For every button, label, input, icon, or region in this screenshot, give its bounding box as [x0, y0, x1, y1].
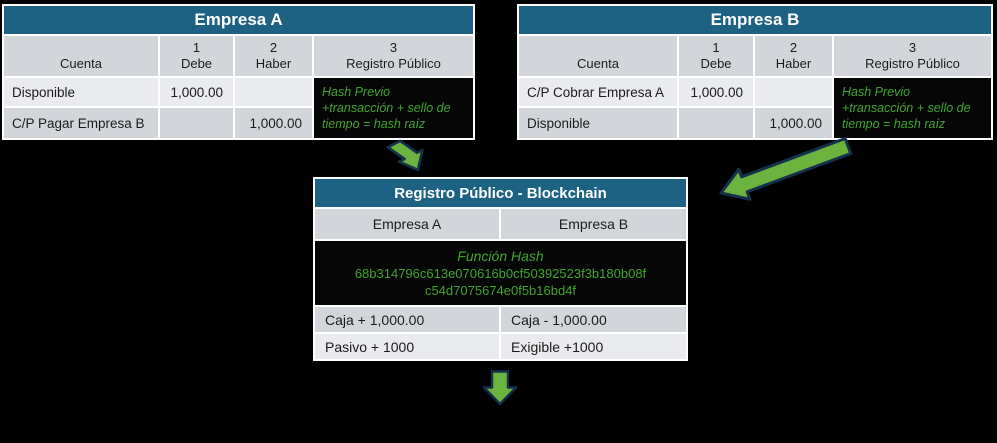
empresa-b-row1-cuenta: Disponible — [519, 108, 677, 138]
empresa-b-col-haber-label: Haber — [775, 56, 812, 71]
empresa-a-row0-cuenta: Disponible — [4, 78, 158, 106]
arrow-blockchain-down-icon — [482, 370, 518, 406]
empresa-b-col-cuenta: Cuenta — [519, 36, 677, 76]
empresa-a-col-debe-num: 1 — [192, 40, 201, 55]
blockchain-table: Registro Público - Blockchain Empresa A … — [313, 177, 688, 361]
empresa-a-row1-haber: 1,000.00 — [235, 108, 312, 138]
blockchain-col-empresa-a: Empresa A — [315, 209, 499, 239]
empresa-a-hash-note: Hash Previo +transacción + sello de tiem… — [314, 78, 473, 138]
empresa-a-col-cuenta: Cuenta — [4, 36, 158, 76]
empresa-b-col-haber-num: 2 — [789, 40, 798, 55]
empresa-b-title: Empresa B — [519, 6, 991, 34]
empresa-a-hash-note-line2: +transacción + sello de — [322, 101, 451, 115]
empresa-a-col-cuenta-label: Cuenta — [60, 56, 102, 71]
blockchain-hash-line2: c54d7075674e0f5b16bd4f — [424, 282, 577, 298]
empresa-b-row0-haber — [755, 78, 832, 106]
empresa-a-row1-debe — [160, 108, 233, 138]
blockchain-title: Registro Público - Blockchain — [315, 179, 686, 207]
empresa-b-row1-debe — [679, 108, 753, 138]
empresa-b-col-debe: 1 Debe — [679, 36, 753, 76]
empresa-b-table: Empresa B Cuenta 1 Debe 2 Haber 3 Regist… — [517, 4, 993, 140]
empresa-b-col-cuenta-label: Cuenta — [577, 56, 619, 71]
empresa-a-row1-cuenta: C/P Pagar Empresa B — [4, 108, 158, 138]
empresa-a-title: Empresa A — [4, 6, 473, 34]
empresa-a-col-registro-num: 3 — [389, 40, 398, 55]
blockchain-row1-a: Pasivo + 1000 — [315, 334, 499, 359]
blockchain-row0-b: Caja - 1,000.00 — [501, 307, 686, 332]
empresa-a-hash-note-line3: tiempo = hash raíz — [322, 117, 426, 131]
empresa-b-col-haber: 2 Haber — [755, 36, 832, 76]
empresa-a-col-haber-num: 2 — [269, 40, 278, 55]
blockchain-hash-cell: Función Hash 68b314796c613e070616b0cf503… — [315, 241, 686, 305]
empresa-a-col-registro: 3 Registro Público — [314, 36, 473, 76]
blockchain-col-empresa-b: Empresa B — [501, 209, 686, 239]
empresa-b-col-registro-label: Registro Público — [865, 56, 960, 71]
empresa-b-row0-cuenta: C/P Cobrar Empresa A — [519, 78, 677, 106]
empresa-b-col-debe-label: Debe — [700, 56, 732, 71]
empresa-a-col-haber-label: Haber — [255, 56, 292, 71]
empresa-b-hash-note: Hash Previo +transacción + sello de tiem… — [834, 78, 991, 138]
blockchain-row0-a: Caja + 1,000.00 — [315, 307, 499, 332]
empresa-b-hash-note-line1: Hash Previo — [842, 85, 911, 99]
empresa-a-col-haber: 2 Haber — [235, 36, 312, 76]
empresa-a-col-debe-label: Debe — [180, 56, 213, 71]
empresa-b-hash-note-line2: +transacción + sello de — [842, 101, 971, 115]
arrow-empresa-b-to-blockchain-icon — [719, 137, 853, 201]
empresa-a-col-debe: 1 Debe — [160, 36, 233, 76]
empresa-b-hash-note-line3: tiempo = hash raíz — [842, 117, 946, 131]
empresa-b-col-debe-num: 1 — [712, 40, 720, 55]
empresa-a-table: Empresa A Cuenta 1 Debe 2 Haber 3 Regist… — [2, 4, 475, 140]
empresa-a-col-registro-label: Registro Público — [346, 56, 441, 71]
empresa-a-row0-haber — [235, 78, 312, 106]
blockchain-hash-label: Función Hash — [457, 247, 544, 264]
empresa-b-row0-debe: 1,000.00 — [679, 78, 753, 106]
arrow-empresa-a-to-blockchain-icon — [386, 139, 424, 172]
empresa-b-col-registro-num: 3 — [908, 40, 917, 55]
empresa-a-hash-note-line1: Hash Previo — [322, 85, 391, 99]
empresa-b-col-registro: 3 Registro Público — [834, 36, 991, 76]
empresa-b-row1-haber: 1,000.00 — [755, 108, 832, 138]
blockchain-hash-line1: 68b314796c613e070616b0cf50392523f3b180b0… — [354, 265, 647, 281]
empresa-a-row0-debe: 1,000.00 — [160, 78, 233, 106]
blockchain-row1-b: Exigible +1000 — [501, 334, 686, 359]
